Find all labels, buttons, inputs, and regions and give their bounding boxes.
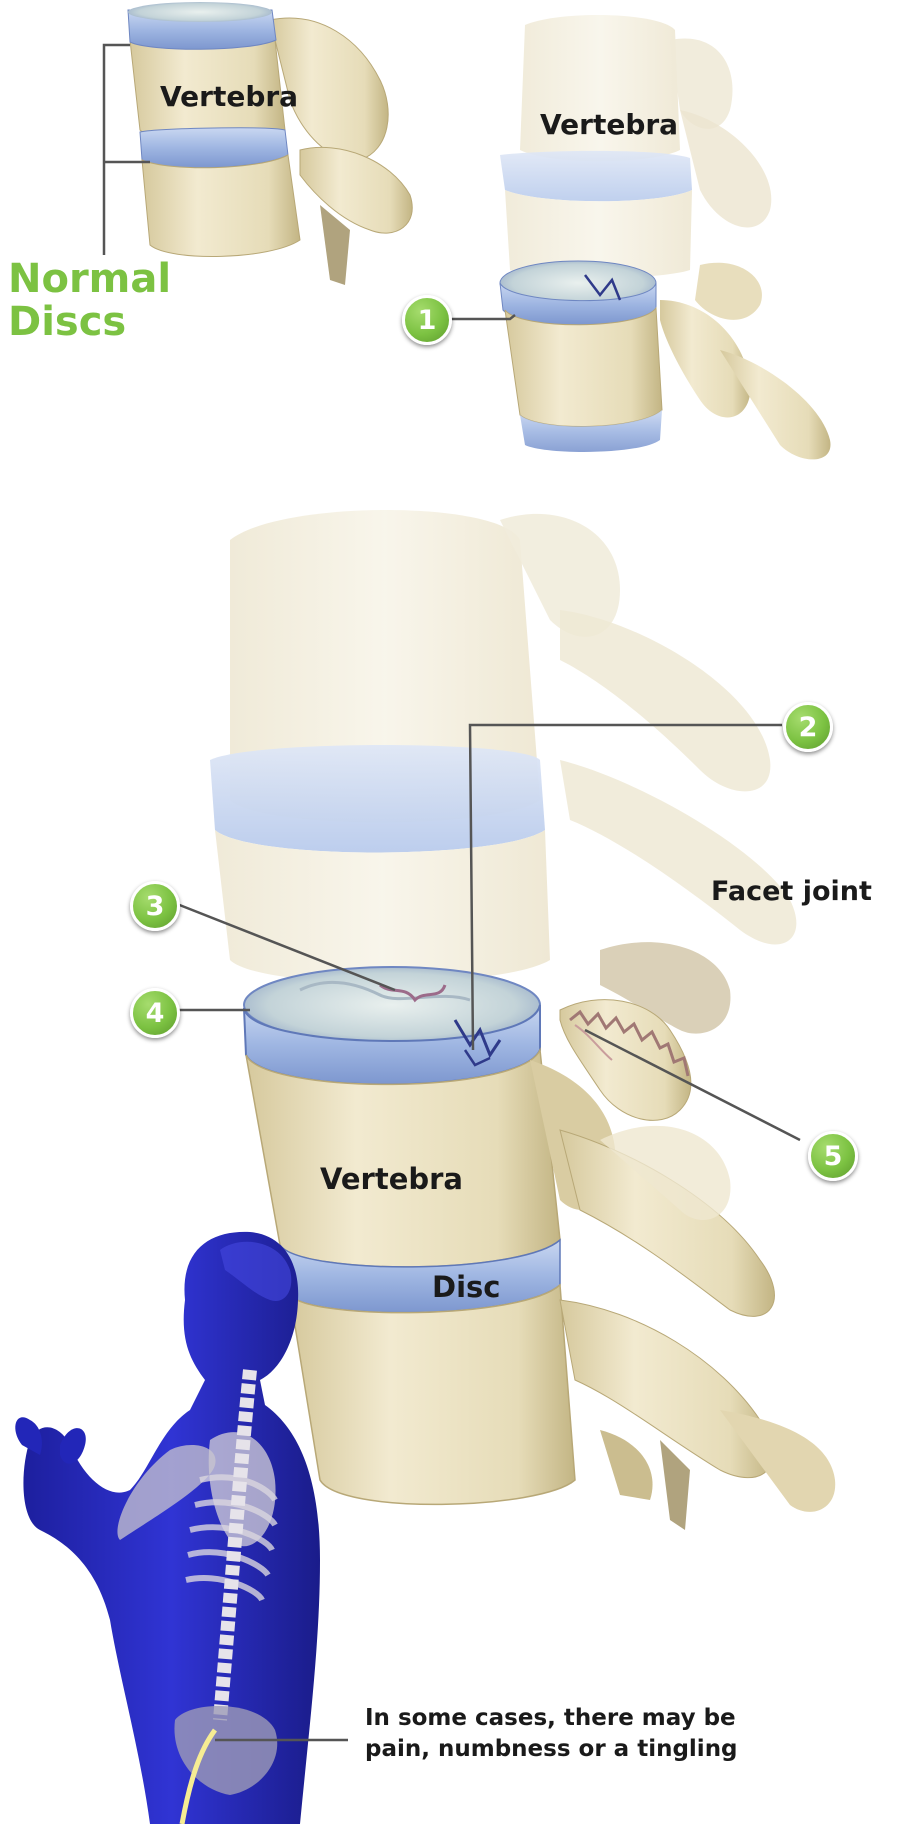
marker-5-badge: 5 — [808, 1131, 858, 1181]
main-vertebra-label: Vertebra — [320, 1162, 463, 1196]
normal-discs-spine — [104, 2, 412, 285]
marker-4-badge: 4 — [130, 988, 180, 1038]
disc-label: Disc — [432, 1270, 500, 1304]
marker-2-badge: 2 — [783, 702, 833, 752]
caption-line-2: pain, numbness or a tingling — [365, 1734, 765, 1765]
damaged-disc-spine-large — [177, 510, 835, 1530]
normal-discs-title-line1: Normal — [8, 258, 171, 301]
facet-joint-label: Facet joint — [711, 876, 872, 907]
normal-discs-title-line2: Discs — [8, 301, 171, 344]
damaged-vertebra-label: Vertebra — [540, 108, 678, 141]
normal-discs-title: Normal Discs — [8, 258, 171, 344]
normal-vertebra-label: Vertebra — [160, 80, 298, 113]
marker-3-badge: 3 — [130, 881, 180, 931]
caption-line-1: In some cases, there may be — [365, 1703, 765, 1734]
marker-1-badge: 1 — [402, 295, 452, 345]
damaged-disc-spine-small — [447, 15, 830, 459]
symptom-caption: In some cases, there may be pain, numbne… — [365, 1703, 765, 1765]
